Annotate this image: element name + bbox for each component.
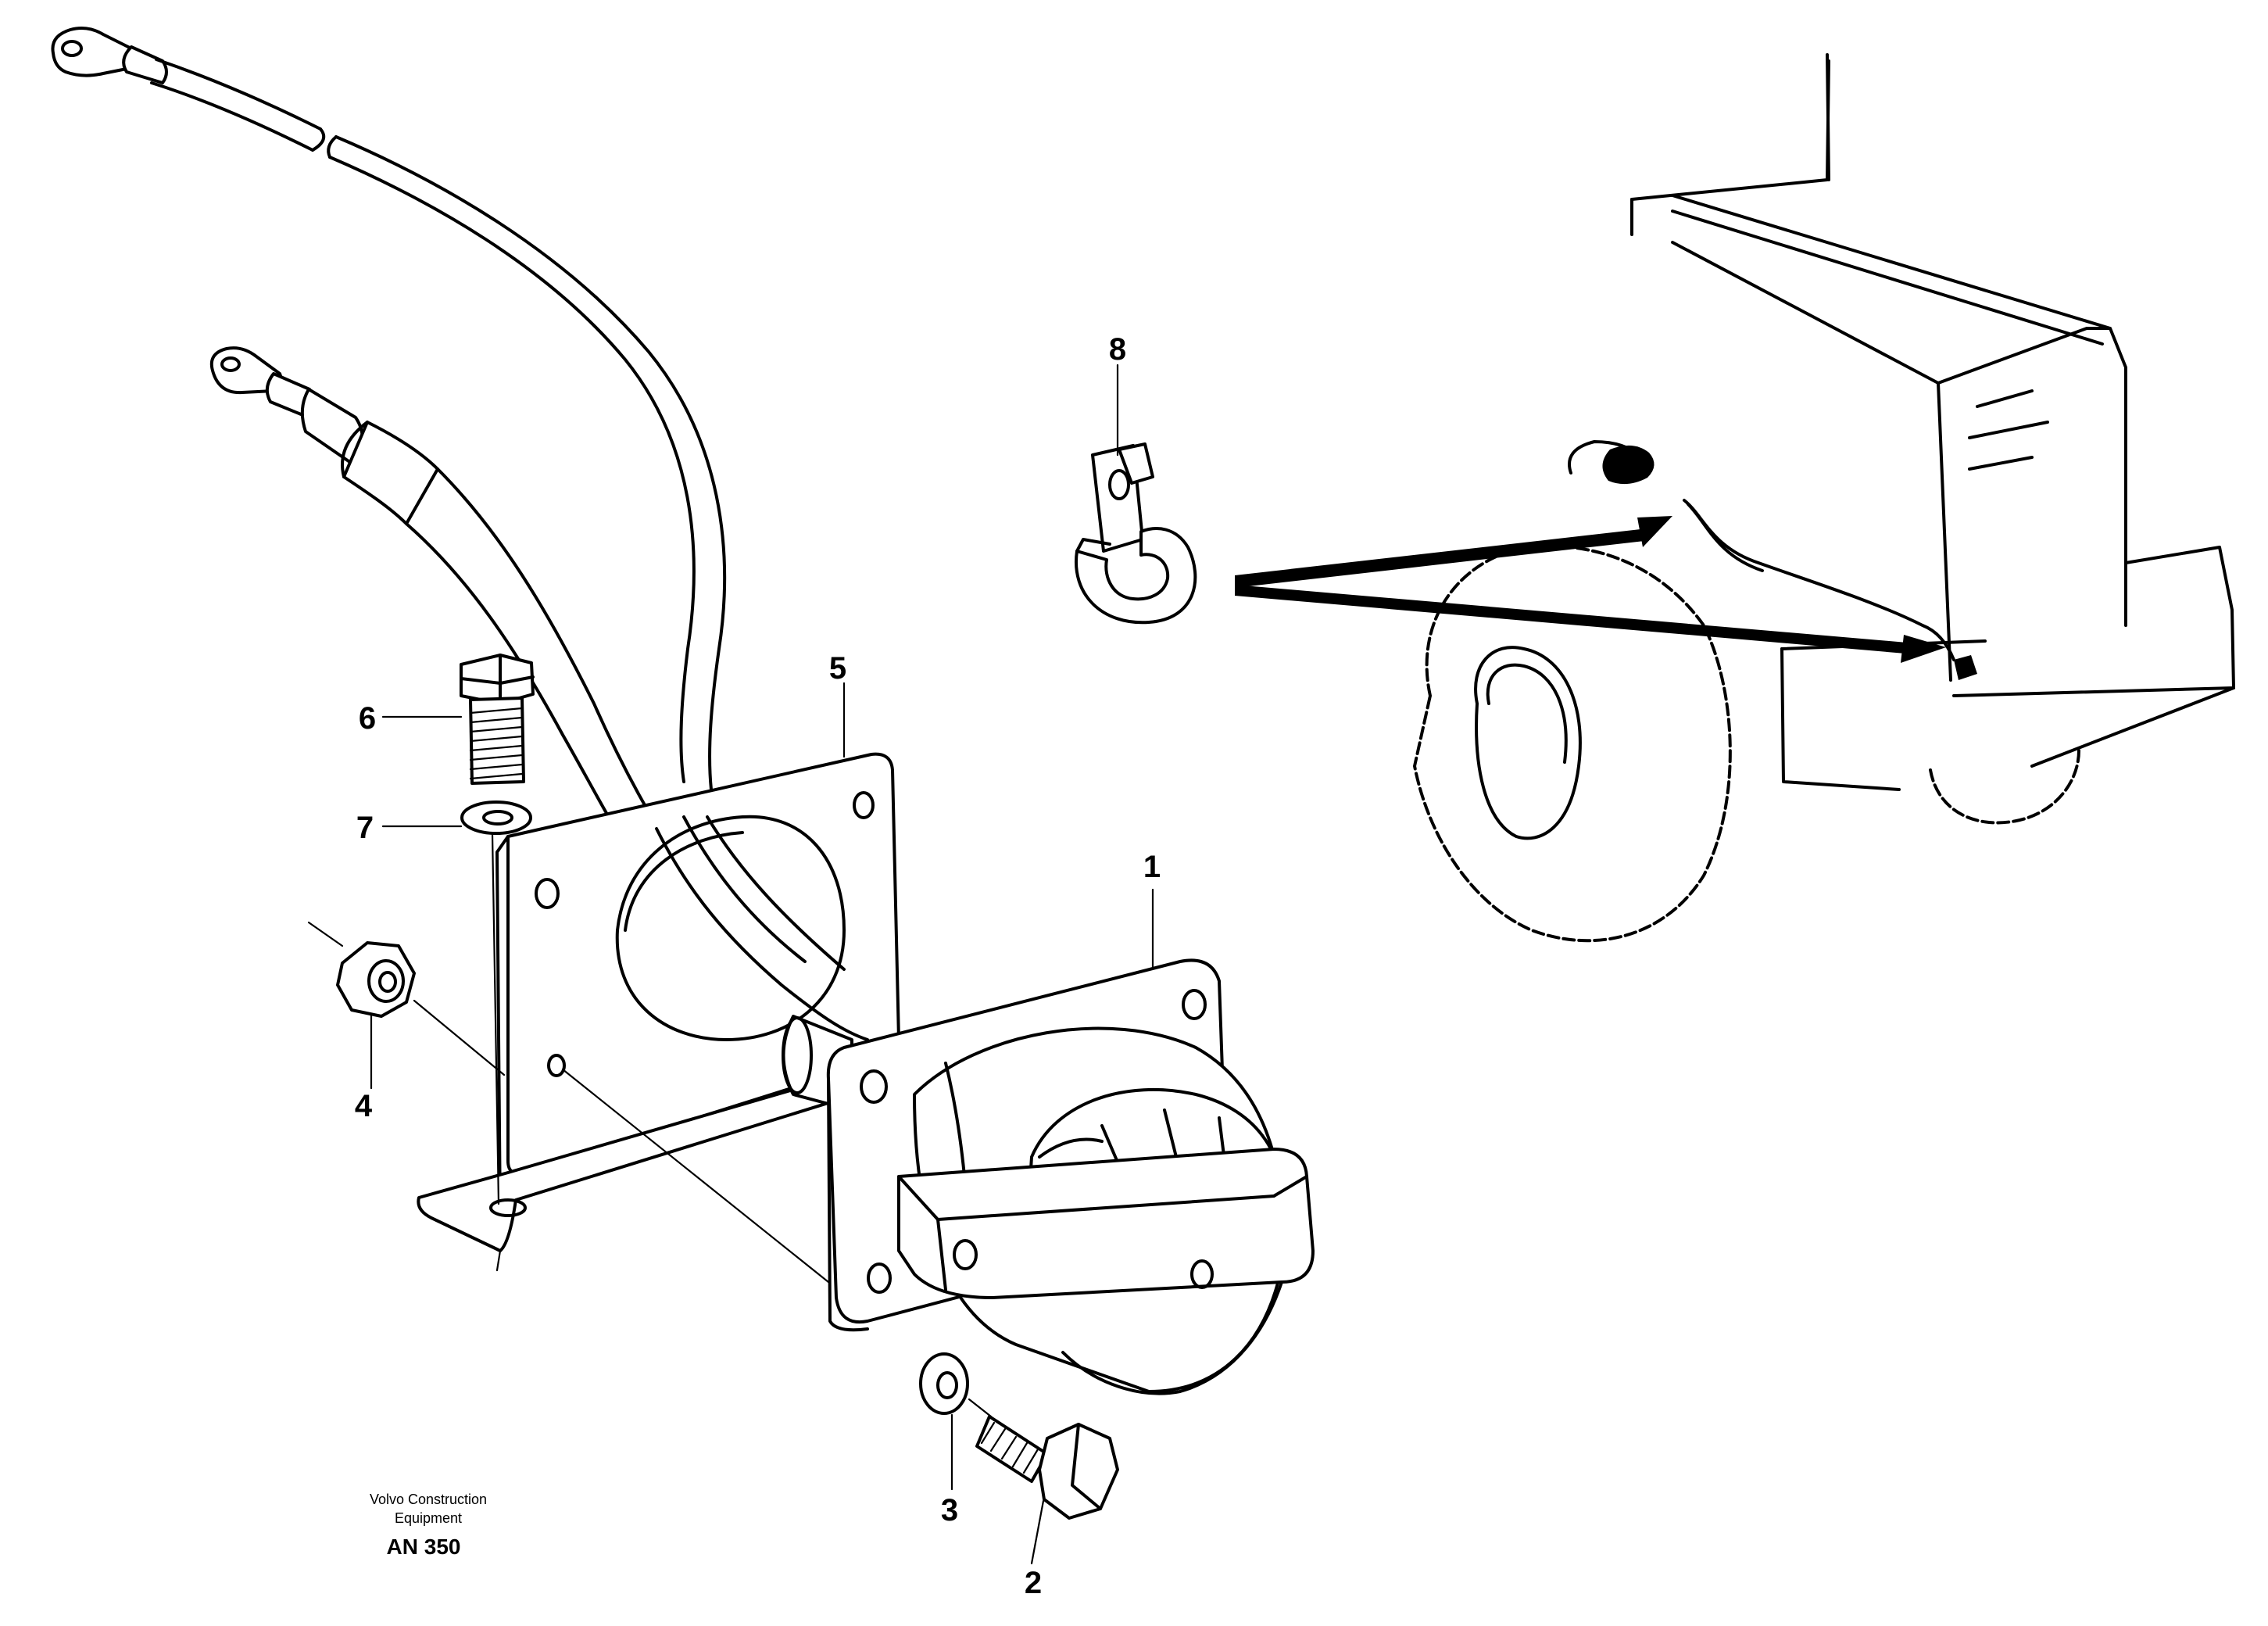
leader-lines xyxy=(307,364,1154,1565)
machine-illustration xyxy=(1413,53,2235,943)
callout-4: 4 xyxy=(355,1089,373,1123)
callout-3: 3 xyxy=(941,1493,958,1528)
callout-2: 2 xyxy=(1025,1566,1042,1600)
main-unit xyxy=(782,958,1315,1395)
callout-labels: 1 2 3 4 5 6 7 8 xyxy=(355,332,1161,1600)
bolt-2 xyxy=(975,1415,1119,1520)
brand-footer: Volvo Construction Equipment AN 350 xyxy=(370,1492,487,1559)
lower-cable xyxy=(209,346,689,877)
callout-1: 1 xyxy=(1143,850,1161,884)
brand-line-1: Volvo Construction xyxy=(370,1492,487,1507)
callout-8: 8 xyxy=(1109,332,1126,367)
brand-line-2: Equipment xyxy=(395,1510,462,1526)
clip-8 xyxy=(1075,442,1197,625)
callout-5: 5 xyxy=(829,651,846,686)
washer-7 xyxy=(460,800,532,835)
drawing-code: AN 350 xyxy=(387,1535,461,1559)
callout-7: 7 xyxy=(356,811,374,845)
callout-6: 6 xyxy=(359,701,376,736)
location-arrows xyxy=(1235,516,1946,663)
nut-4 xyxy=(336,941,416,1018)
upper-cable xyxy=(51,27,727,791)
bolt-6 xyxy=(460,654,535,785)
washer-3 xyxy=(919,1352,969,1415)
